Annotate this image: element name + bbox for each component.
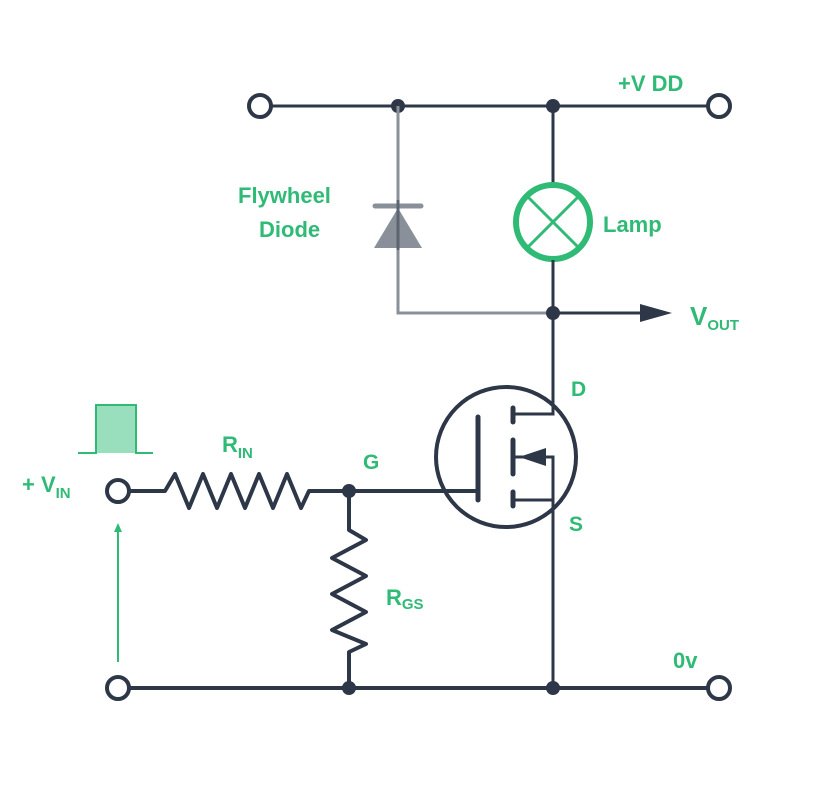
flywheel-label-2: Diode [259, 217, 320, 242]
rgs-label: RGS [386, 585, 424, 613]
source-label: S [569, 513, 583, 536]
ground-label: 0v [673, 648, 698, 673]
lamp-icon [513, 182, 593, 262]
diode-wire [396, 106, 553, 315]
drain-label: D [571, 378, 586, 401]
ground-terminal-right [706, 675, 732, 701]
lamp-label: Lamp [603, 212, 662, 237]
ground-terminal-left [105, 675, 131, 701]
vdd-terminal-left [247, 93, 273, 119]
junction-node [342, 681, 356, 695]
flywheel-diode [372, 200, 424, 250]
resistor-rgs [330, 489, 368, 690]
arrow-head-icon [114, 523, 122, 532]
vout-arrow-icon [640, 304, 672, 322]
input-pulse-icon [78, 404, 153, 454]
vdd-terminal-right [706, 93, 732, 119]
vin-terminal [105, 478, 131, 504]
gate-label: G [363, 451, 379, 474]
resistor-rin [127, 472, 351, 510]
vout-label: VOUT [690, 301, 739, 334]
rin-label: RIN [222, 432, 253, 462]
junction-node [546, 681, 560, 695]
vin-label: + VIN [22, 472, 71, 502]
vdd-label: +V DD [618, 71, 683, 96]
flywheel-label-1: Flywheel [238, 183, 331, 208]
mosfet-symbol [434, 385, 578, 529]
